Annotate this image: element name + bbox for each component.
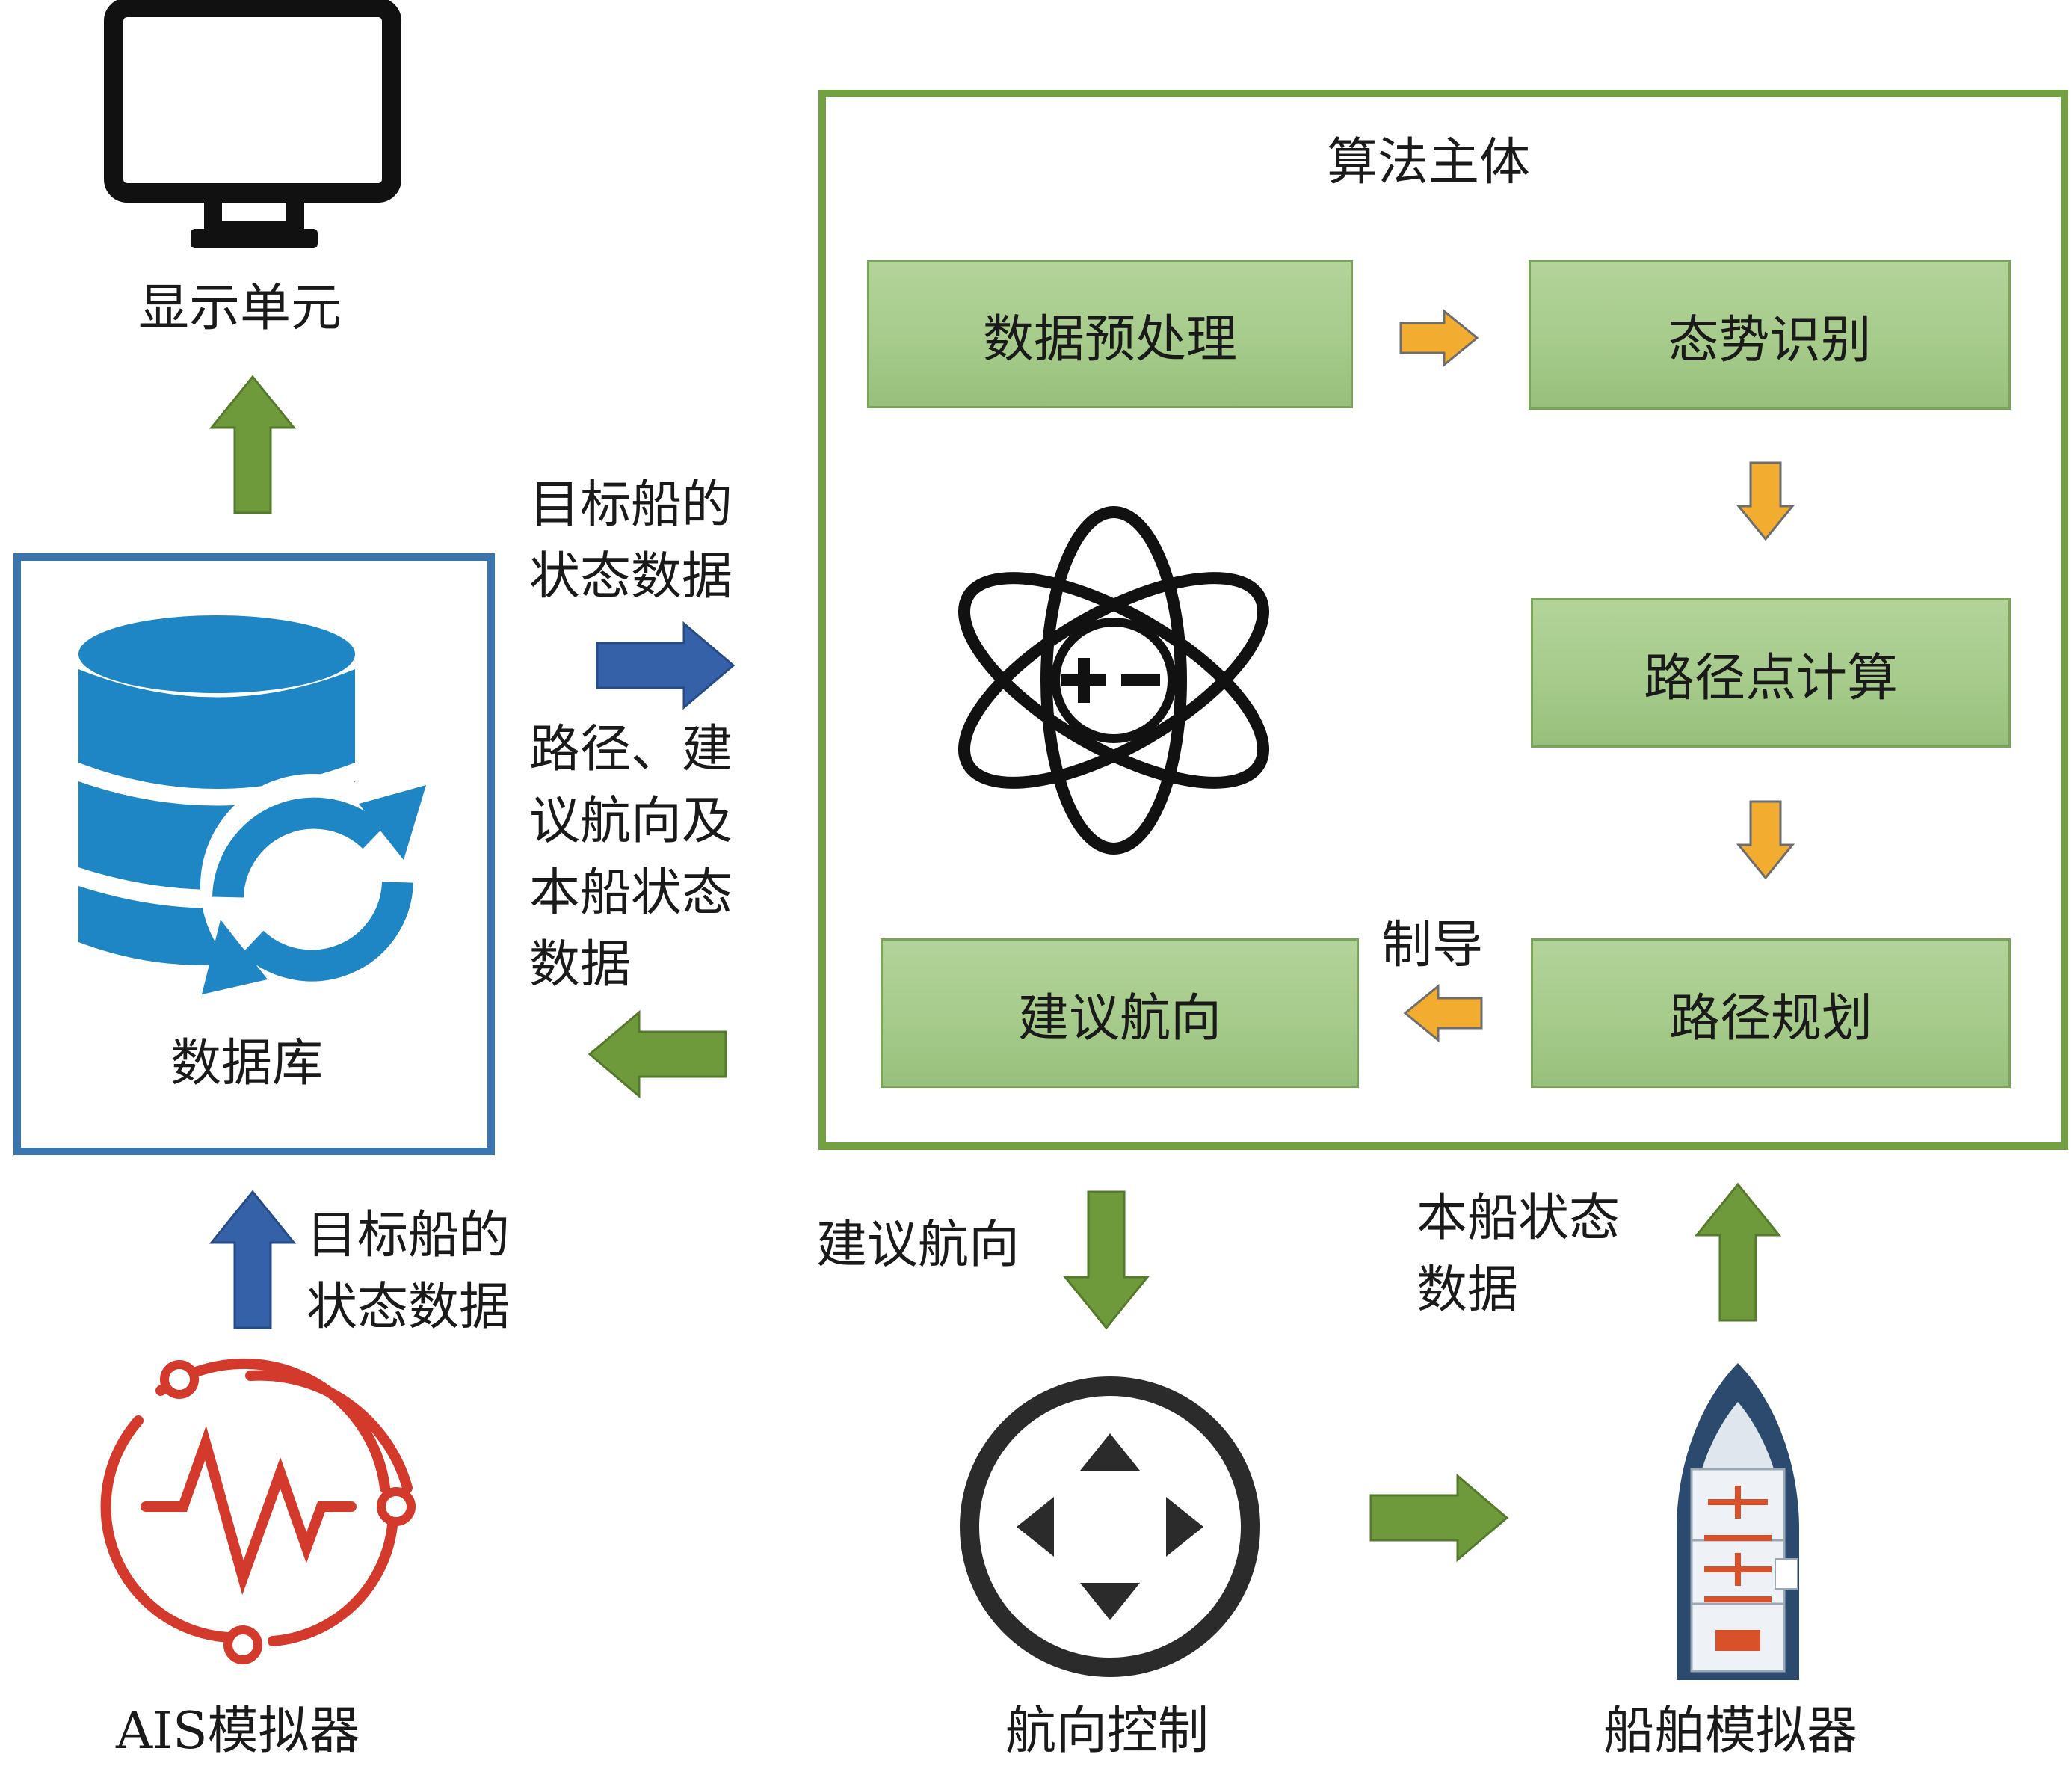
algo-to-control-arrow (1062, 1190, 1150, 1330)
ship-simulator-label: 船舶模拟器 (1603, 1702, 1858, 1761)
ais-signal-icon (100, 1358, 416, 1664)
db-to-algo-arrow (596, 621, 736, 710)
algorithm-title: 算法主体 (1327, 133, 1531, 192)
waypoint-to-planning-arrow (1736, 800, 1795, 880)
display-unit-label: 显示单元 (138, 279, 342, 338)
database-box (13, 553, 495, 1155)
algo-to-db-arrow (588, 1009, 727, 1099)
ais-to-db-arrow (209, 1190, 297, 1329)
db-to-display-arrow (209, 375, 297, 514)
edge-label-path-heading-state: 路径、建 议航向及 本船状态 数据 (529, 720, 733, 994)
direction-pad-icon (960, 1376, 1260, 1677)
control-to-ship-arrow (1369, 1473, 1509, 1563)
box-suggested-heading: 建议航向 (881, 938, 1359, 1088)
guidance-label: 制导 (1381, 916, 1484, 975)
database-sync-icon (78, 615, 426, 998)
preprocess-to-situation-arrow (1399, 308, 1479, 368)
box-situation-recognition: 态势识别 (1529, 260, 2011, 410)
edge-label-ais-target-state: 目标船的 状态数据 (306, 1206, 511, 1337)
ais-simulator-label: AIS模拟器 (116, 1702, 360, 1761)
situation-to-waypoint-arrow (1736, 461, 1795, 541)
box-path-planning: 路径规划 (1531, 938, 2011, 1088)
box-data-preprocess: 数据预处理 (867, 260, 1353, 408)
database-label: 数据库 (170, 1034, 324, 1093)
ship-icon (1677, 1363, 1799, 1680)
atom-icon (958, 506, 1269, 855)
edge-label-own-ship-state: 本船状态 数据 (1416, 1189, 1621, 1320)
ship-to-algo-arrow (1694, 1182, 1782, 1322)
planning-to-heading-arrow (1403, 983, 1483, 1043)
heading-control-label: 航向控制 (1005, 1702, 1209, 1761)
box-waypoint-calculation: 路径点计算 (1531, 598, 2011, 748)
edge-label-target-state: 目标船的 状态数据 (529, 476, 733, 606)
edge-label-suggested-heading: 建议航向 (816, 1216, 1020, 1275)
monitor-icon (104, 0, 401, 248)
algorithm-container (818, 90, 2068, 1150)
